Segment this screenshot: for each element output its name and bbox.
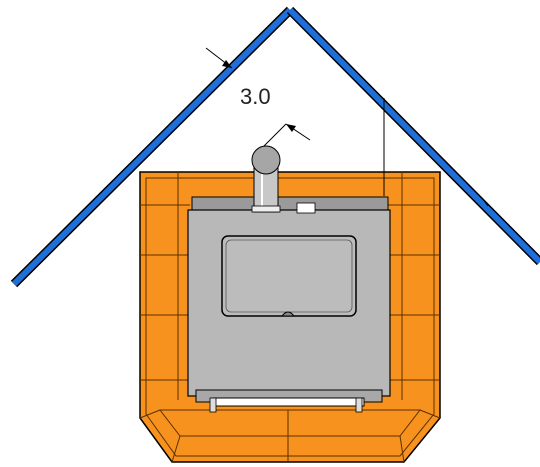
stove-leg-right bbox=[355, 397, 363, 413]
stove-vent bbox=[296, 202, 316, 214]
tile-line-diag4 bbox=[399, 435, 405, 463]
wood-stove bbox=[187, 196, 391, 413]
wall-left-fill bbox=[11, 7, 293, 287]
dim-arrow-upper bbox=[222, 60, 232, 68]
stove-front-bar bbox=[211, 397, 365, 407]
tile-line-diag3 bbox=[171, 435, 181, 463]
hearth-inner-border bbox=[145, 177, 435, 457]
tile-line-diag1 bbox=[139, 409, 161, 419]
clearance-dimension: 3.0 bbox=[205, 47, 489, 207]
dim-leader-lower bbox=[263, 123, 287, 147]
wall-tick-right bbox=[481, 197, 489, 207]
flue-pipe-top bbox=[251, 145, 281, 175]
tile-line-diag2 bbox=[419, 409, 441, 419]
corner-walls bbox=[10, 6, 540, 288]
dimension-label: 3.0 bbox=[240, 84, 271, 109]
stove-leg-left bbox=[209, 397, 217, 413]
stove-door bbox=[221, 235, 357, 317]
flue-collar bbox=[251, 205, 281, 213]
dim-arrow-lower bbox=[286, 124, 296, 132]
wall-right-fill bbox=[287, 7, 540, 265]
flue-pipe bbox=[251, 145, 281, 213]
door-handle bbox=[280, 311, 296, 317]
